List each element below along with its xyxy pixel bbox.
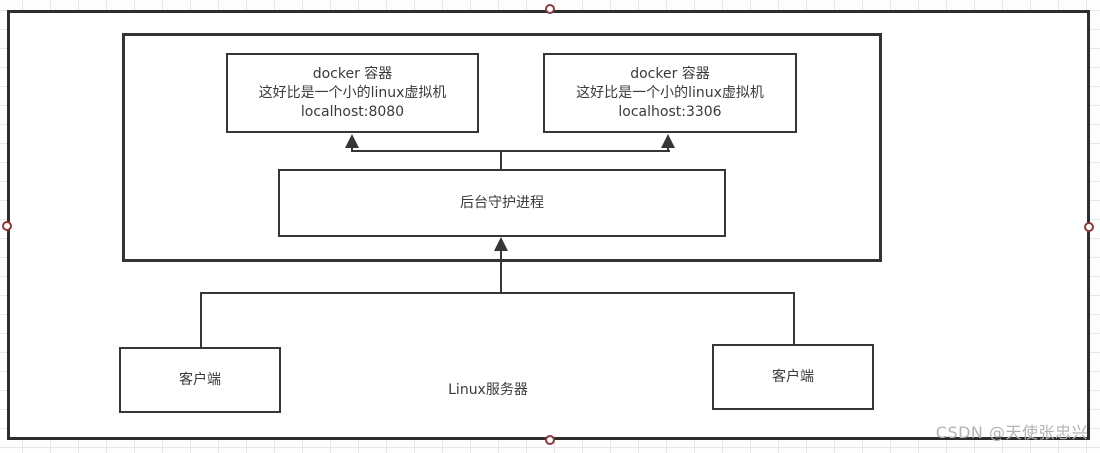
docker-box-title: docker 容器 [312, 65, 393, 82]
connector-line [793, 292, 795, 344]
arrowhead-up-icon [661, 134, 675, 148]
selection-handle-bottom[interactable] [545, 435, 555, 445]
docker-box-description: 这好比是一个小的linux虚拟机 [576, 84, 764, 101]
connector-line [200, 292, 795, 294]
client-box-left: 客户端 [119, 347, 281, 413]
docker-box-address: localhost:8080 [300, 103, 405, 120]
connector-line [200, 292, 202, 347]
linux-server-label: Linux服务器 [448, 382, 528, 398]
selection-handle-left[interactable] [2, 221, 12, 231]
client-box-label: 客户端 [772, 368, 814, 385]
linux-server-outline-box [122, 33, 882, 262]
client-box-label: 客户端 [179, 371, 221, 388]
client-box-right: 客户端 [712, 344, 874, 410]
daemon-box-label: 后台守护进程 [460, 194, 544, 211]
arrowhead-up-icon [345, 134, 359, 148]
docker-container-box-3306: docker 容器 这好比是一个小的linux虚拟机 localhost:330… [543, 53, 797, 133]
docker-box-description: 这好比是一个小的linux虚拟机 [258, 84, 447, 101]
selection-handle-right[interactable] [1084, 222, 1094, 232]
docker-box-address: localhost:3306 [618, 103, 722, 120]
docker-box-title: docker 容器 [630, 65, 710, 82]
daemon-process-box: 后台守护进程 [278, 169, 726, 237]
arrowhead-up-icon [494, 237, 508, 251]
connector-line [500, 251, 502, 294]
connector-line [667, 146, 669, 152]
connector-line [351, 150, 670, 152]
csdn-watermark: CSDN @天使张忠兴 [935, 423, 1088, 442]
selection-handle-top[interactable] [545, 4, 555, 14]
connector-line [500, 150, 502, 169]
docker-container-box-8080: docker 容器 这好比是一个小的linux虚拟机 localhost:808… [226, 53, 479, 133]
selected-diagram-image[interactable]: docker 容器 这好比是一个小的linux虚拟机 localhost:808… [7, 10, 1090, 440]
connector-line [351, 146, 353, 152]
